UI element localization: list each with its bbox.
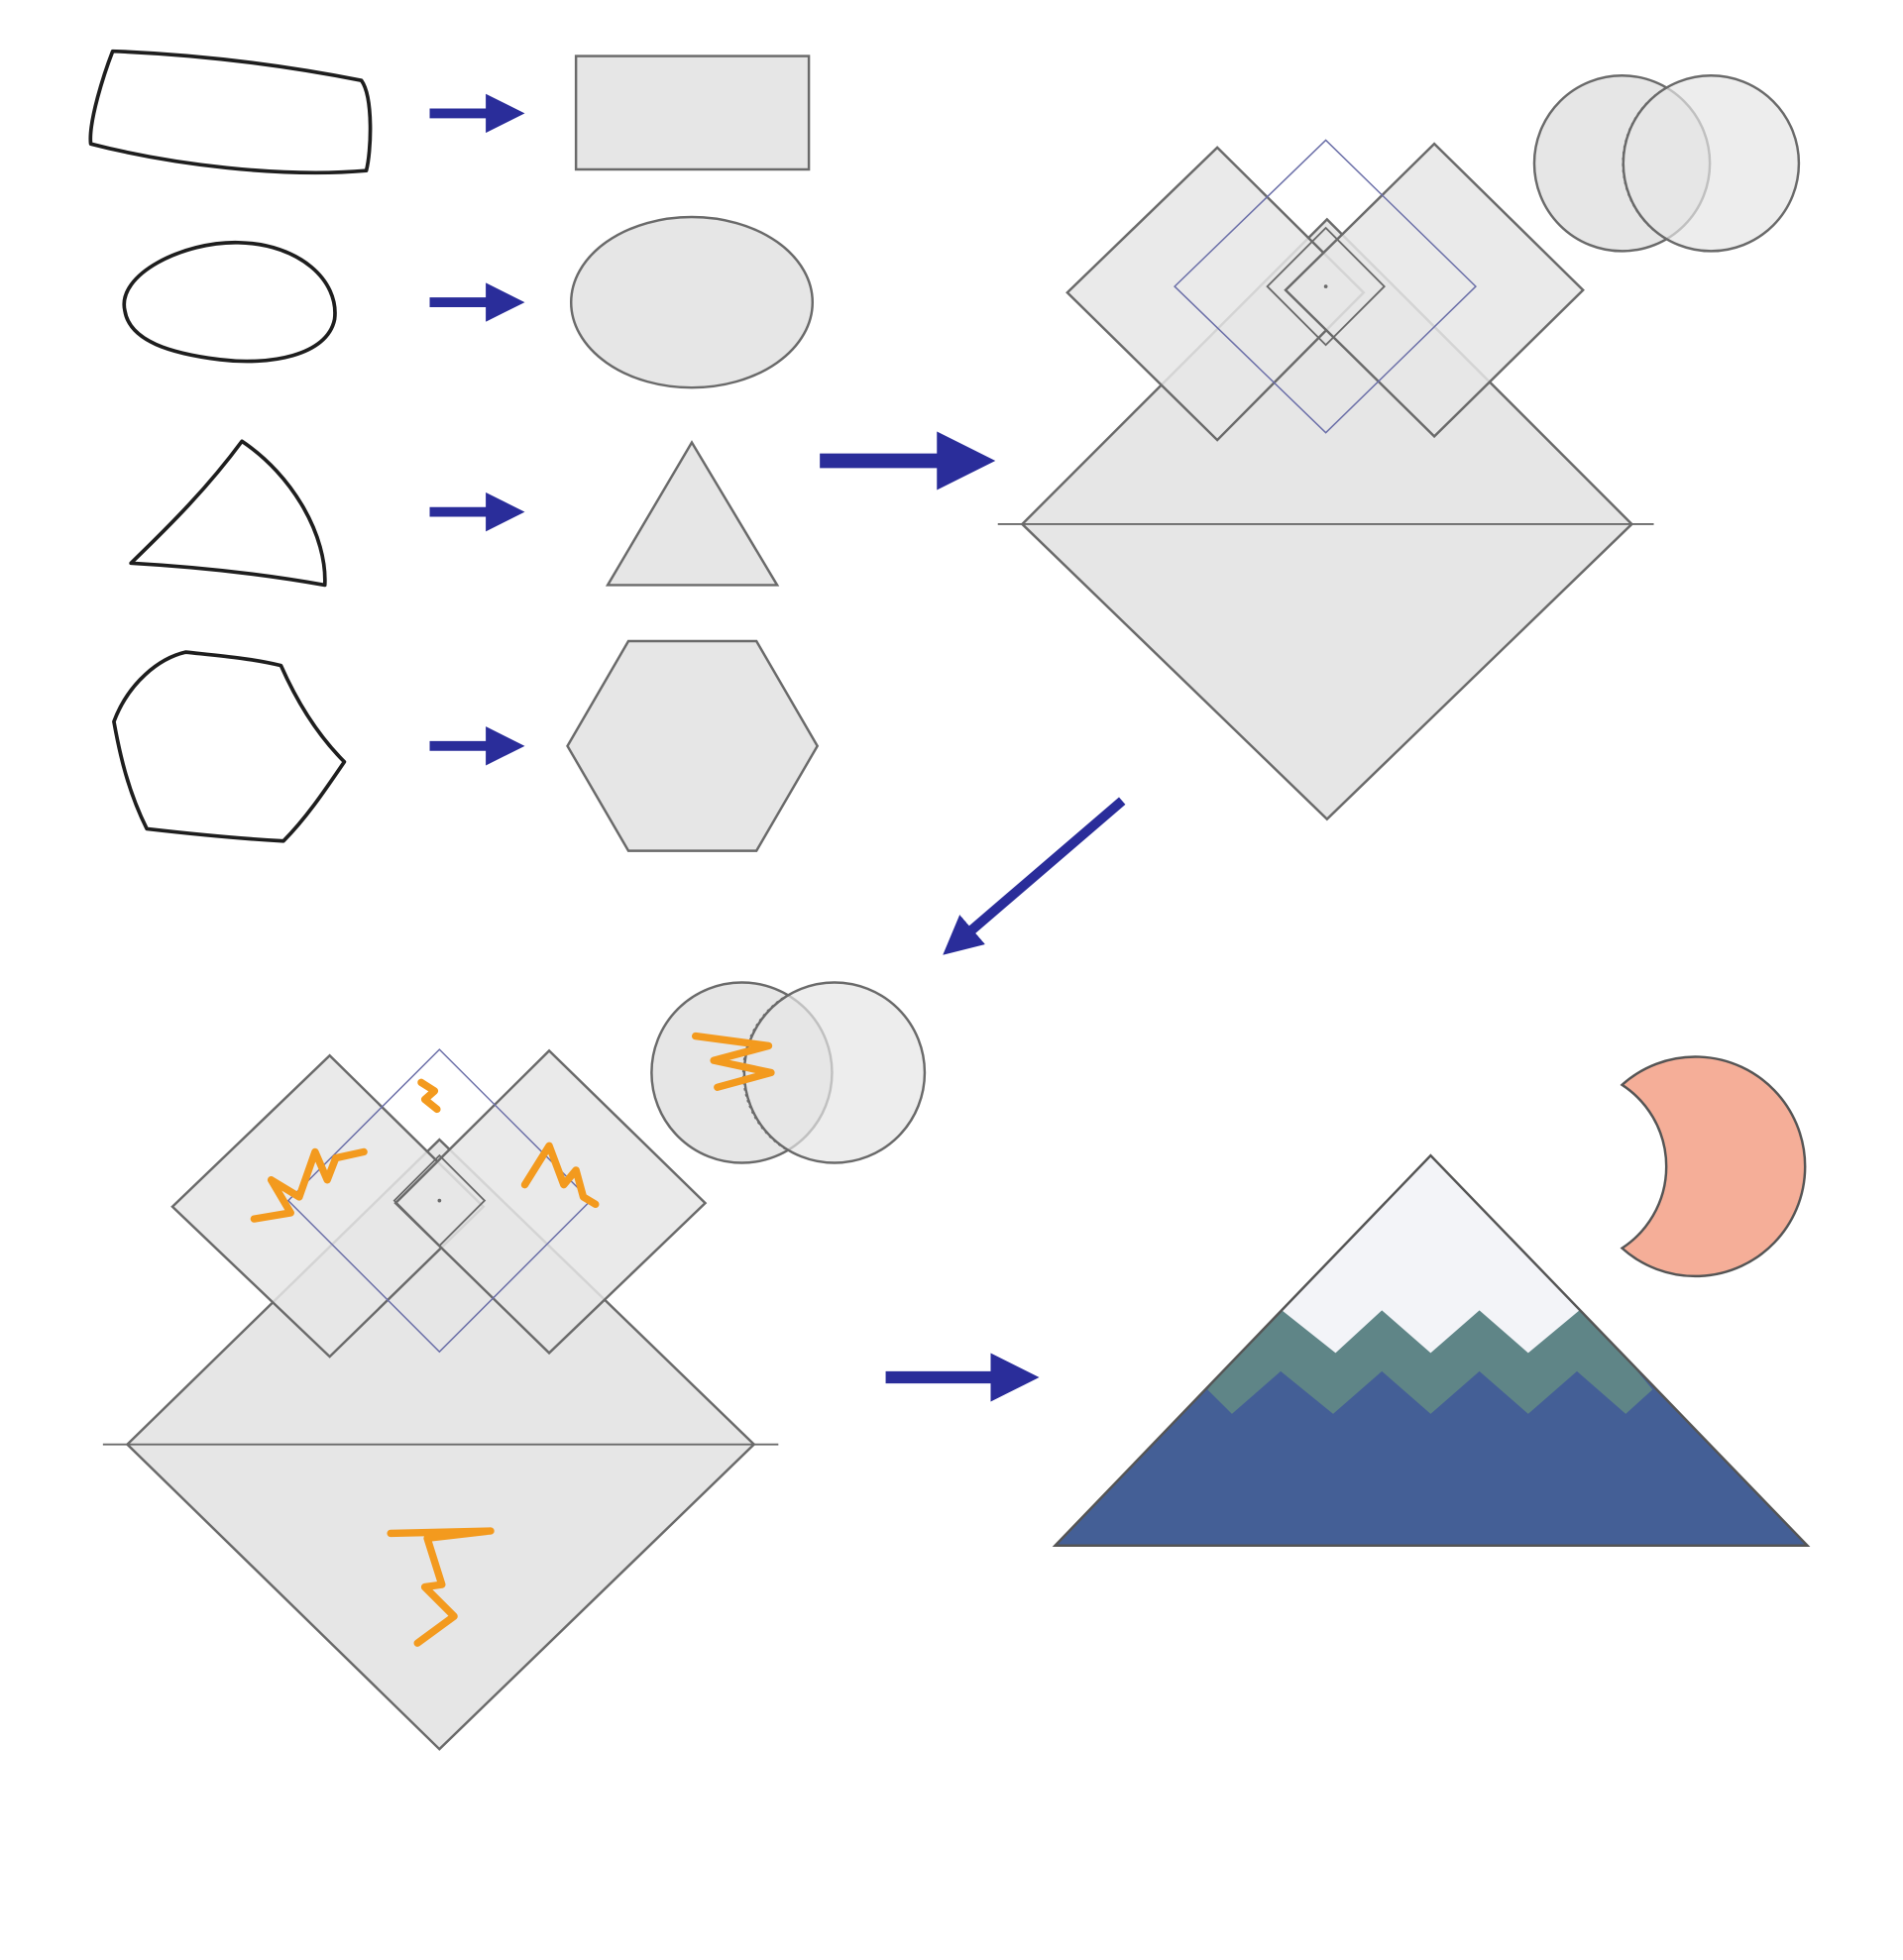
arrow-icon <box>943 797 1126 955</box>
clean-triangle <box>605 440 780 587</box>
clean-hexagon <box>566 639 820 852</box>
squiggle-annotations <box>250 1032 775 1647</box>
annotated-composition <box>102 981 927 1751</box>
sketch-rectangle <box>88 49 373 175</box>
moon-icon <box>1620 1055 1807 1278</box>
mountain-illustration <box>1052 1153 1811 1547</box>
clean-rectangle <box>574 54 811 171</box>
shape-composition <box>997 74 1801 821</box>
sketch-ellipse <box>122 240 337 364</box>
sketch-hexagon <box>112 650 347 843</box>
clean-ellipse <box>569 215 814 389</box>
sketch-triangle <box>129 439 327 588</box>
